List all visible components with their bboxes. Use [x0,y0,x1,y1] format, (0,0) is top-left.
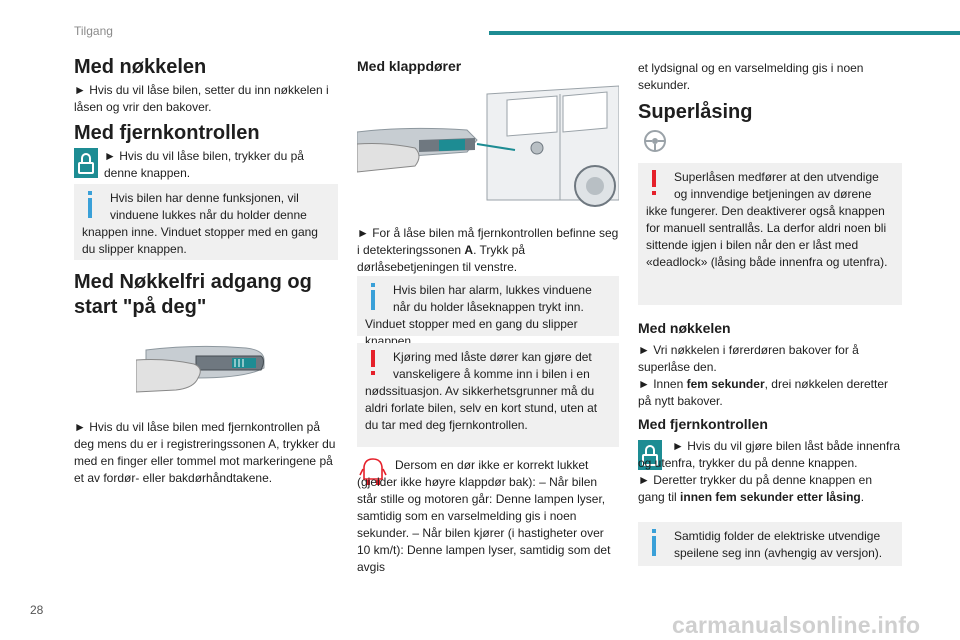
remote-lock-button-icon [638,440,662,470]
warning-box-superlock: Superlåsen medfører at den utvendige og … [638,163,902,305]
heading-superlock-key: Med nøkkelen [638,320,731,336]
van-rear-illustration [357,82,619,208]
heading-superlock-remote: Med fjernkontrollen [638,416,768,432]
warning-box-driving: Kjøring med låste dører kan gjøre det va… [357,343,619,447]
text-with-remote: ► Hvis du vil låse bilen, trykker du på … [104,149,304,180]
warning-icon [646,169,668,199]
info-icon [646,528,668,558]
text-with-key: ► Hvis du vil låse bilen, setter du inn … [74,83,329,114]
info-box-windows: Hvis bilen har denne funksjonen, vil vin… [74,184,338,260]
header-accent-bar [489,31,960,35]
info-icon [365,282,387,312]
door-handle-illustration [136,345,265,393]
running-header: Tilgang [74,24,113,38]
page-number: 28 [30,603,44,617]
text-continuation: et lydsignal og en varselmelding gis i n… [638,61,864,92]
heading-superlocking: Superlåsing [638,101,753,123]
steering-wheel-icon [644,130,666,152]
text-superlock-remote: ► Hvis du vil gjøre bilen låst både inne… [638,439,900,504]
info-box-alarm: Hvis bilen har alarm, lukkes vinduene nå… [357,276,619,348]
heading-with-key: Med nøkkelen [74,56,207,78]
info-box-mirrors: Samtidig folder de elektriske utvendige … [638,522,902,566]
heading-with-remote: Med fjernkontrollen [74,122,260,144]
text-superlock-key: ► Vri nøkkelen i førerdøren bakover for … [638,343,889,408]
info-icon [82,190,104,220]
text-keyless: ► Hvis du vil låse bilen med fjernkontro… [74,420,336,485]
watermark: carmanualsonline.info [672,612,921,638]
heading-flap-doors: Med klappdører [357,58,462,74]
heading-keyless: Med Nøkkelfri adgang og start "på deg" [74,271,312,318]
remote-lock-button-icon [74,148,98,178]
text-door-not-closed: Dersom en dør ikke er korrekt lukket (gj… [357,458,611,574]
warning-icon [365,349,387,379]
text-flap-doors: ► For å låse bilen må fjernkontrollen be… [357,226,619,274]
door-open-warning-icon [359,458,387,485]
